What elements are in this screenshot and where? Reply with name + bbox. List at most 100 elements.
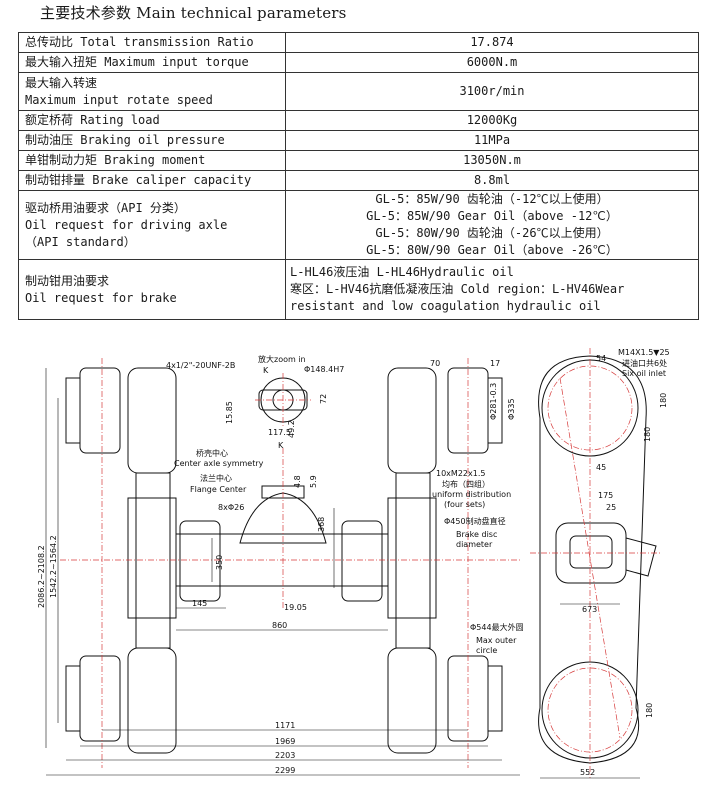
dim-492: 49.2 [287,420,296,438]
max-outer-en1: Max outer [476,636,517,645]
param-value: 13050N.m [285,150,699,171]
dim-1969: 1969 [275,737,295,746]
param-value-line: GL-5：80W/90 齿轮油（-26℃以上使用） [375,226,609,240]
param-label-line: Oil request for brake [25,290,177,305]
flange-diameter: Φ148.4H7 [304,365,344,374]
dim-25: 25 [606,503,616,512]
parameters-table: 总传动比 Total transmission Ratio 17.874 最大输… [18,32,699,320]
right-spring-seat [341,520,383,602]
left-lower-hub [127,647,177,754]
brake-disc-en2: diameter [456,540,493,549]
param-value-line: L-HL46液压油 L-HL46Hydraulic oil [290,265,514,279]
max-outer-en2: circle [476,646,497,655]
right-lower-hub [387,647,437,754]
param-value-line: GL-5：85W/90 Gear Oil（above -12℃） [366,209,618,223]
param-value: GL-5：85W/90 齿轮油（-12℃以上使用） GL-5：85W/90 Ge… [285,190,699,260]
dim-180a: 180 [659,393,668,408]
table-row: 总传动比 Total transmission Ratio 17.874 [18,32,699,53]
dim-673: 673 [582,605,597,614]
dim-335: Φ335 [507,398,516,420]
dim-72: 72 [319,394,328,404]
flange-center-en: Flange Center [190,485,247,494]
param-value-line: GL-5：85W/90 齿轮油（-12℃以上使用） [375,192,609,206]
dim-552: 552 [580,768,595,777]
dim-368: 368 [317,517,326,532]
axle-center-en: Center axle symmetry [174,459,264,468]
right-column [395,472,431,649]
dim-2299: 2299 [275,766,295,775]
bolt-spec: 10xM22x1.5 [436,469,485,478]
left-knuckle [127,497,177,619]
dim-1175: 117.5 [268,428,291,437]
thread-label: 4x1/2"-20UNF-2B [166,361,235,370]
lower-wheel-circle [541,661,639,759]
param-value-line: 寒区：L-HV46抗磨低凝液压油 Cold region：L-HV46Wear [290,282,625,296]
k-label-mid: K [278,441,284,450]
bolt-en: uniform distribution [432,490,511,499]
table-row: 制动钳用油要求 Oil request for brake L-HL46液压油 … [18,259,699,320]
right-knuckle [387,497,437,619]
dim-48: 4.8 [293,475,302,488]
axle-side-view [530,348,660,779]
dim-2203: 2203 [275,751,295,760]
left-upper-caliper [79,367,121,454]
table-row: 制动钳排量 Brake caliper capacity 8.8ml [18,170,699,191]
left-column [135,472,171,649]
param-label: 单钳制动力矩 Braking moment [18,150,286,171]
dim-70: 70 [430,359,440,368]
table-row: 最大输入扭矩 Maximum input torque 6000N.m [18,52,699,73]
param-value: 3100r/min [285,72,699,111]
left-lower-flange [65,665,81,732]
dim-350: 350 [215,555,224,570]
brake-disc-en1: Brake disc [456,530,497,539]
table-row: 最大输入转速 Maximum input rotate speed 3100r/… [18,72,699,111]
param-value: 12000Kg [285,110,699,131]
dim-180b: 180 [643,427,652,442]
holes-label: 8xΦ26 [218,503,244,512]
param-label-line: （API standard） [25,234,136,249]
right-upper-flange [487,377,503,444]
param-value-line: GL-5：80W/90 Gear Oil（above -26℃） [366,243,618,257]
right-upper-hub [387,367,437,474]
table-row: 额定桥荷 Rating load 12000Kg [18,110,699,131]
dim-860: 860 [272,621,287,630]
flange-center-cn: 法兰中心 [200,473,232,483]
side-outline [538,355,647,764]
axle-front-view [45,358,520,776]
param-label: 制动钳用油要求 Oil request for brake [18,259,286,320]
bolt-cn: 均布（四组） [442,479,490,489]
dim-145: 145 [192,599,207,608]
param-label: 最大输入转速 Maximum input rotate speed [18,72,286,111]
dim-1585: 15.85 [225,401,234,424]
technical-drawing: 4x1/2"-20UNF-2B 放大zoom in K K Φ148.4H7 1… [37,348,670,779]
param-label: 驱动桥用油要求（API 分类） Oil request for driving … [18,190,286,260]
param-label: 最大输入扭矩 Maximum input torque [18,52,286,73]
table-row: 制动油压 Braking oil pressure 11MPa [18,130,699,151]
brake-disc-cn: Φ450制动盘直径 [444,516,506,526]
dim-281: Φ281-0.3 [489,383,498,420]
param-label-line: 制动钳用油要求 [25,273,110,288]
oil-inlet-cn: 进油口共6处 [622,358,667,368]
zoom-label: 放大zoom in [258,354,306,364]
oil-inlet-en: Six oil inlet [622,369,666,378]
param-label: 制动钳排量 Brake caliper capacity [18,170,286,191]
bolt-sets: (four sets) [444,500,485,509]
dim-1171: 1171 [275,721,295,730]
param-value: 17.874 [285,32,699,53]
param-label-line: Maximum input rotate speed [25,92,213,107]
param-value-line: resistant and low coagulation hydraulic … [290,299,601,313]
dim-2086: 2086.2~2108.2 [37,545,46,608]
param-label-line: 驱动桥用油要求（API 分类） [25,200,186,215]
page-heading: 主要技术参数 Main technical parameters [40,4,347,22]
param-value: 6000N.m [285,52,699,73]
table-row: 单钳制动力矩 Braking moment 13050N.m [18,150,699,171]
left-lower-caliper [79,655,121,742]
param-value: 8.8ml [285,170,699,191]
table-row: 驱动桥用油要求（API 分类） Oil request for driving … [18,190,699,260]
right-lower-flange [487,665,503,732]
param-label: 制动油压 Braking oil pressure [18,130,286,151]
dim-54: 54 [596,354,606,363]
k-label-top: K [263,366,269,375]
dim-1905: 19.05 [284,603,307,612]
dim-17: 17 [490,359,500,368]
